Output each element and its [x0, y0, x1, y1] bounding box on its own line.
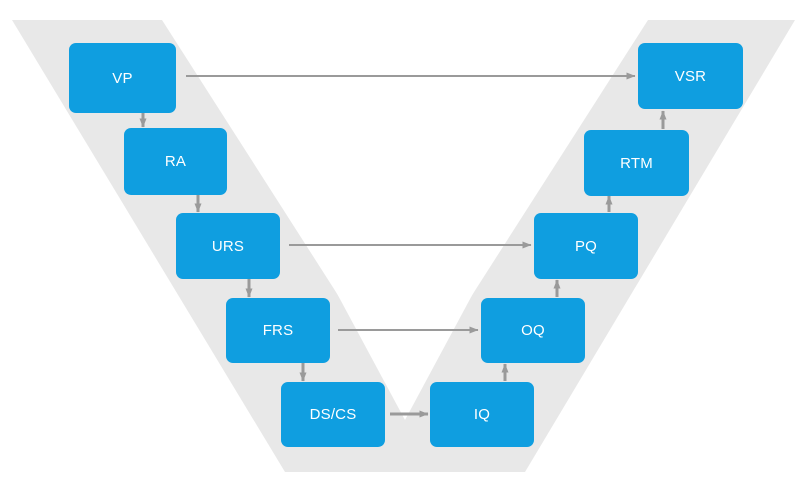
node-rtm[interactable]: RTM — [584, 130, 689, 196]
node-label-iq: IQ — [473, 406, 491, 423]
node-dscs[interactable]: DS/CS — [281, 382, 385, 447]
connector-arrows — [139, 72, 667, 418]
node-vp[interactable]: VP — [69, 43, 176, 113]
node-label-oq: OQ — [521, 322, 545, 339]
node-urs[interactable]: URS — [176, 213, 280, 279]
node-label-ra: RA — [164, 153, 187, 170]
node-pq[interactable]: PQ — [534, 213, 638, 279]
node-iq[interactable]: IQ — [430, 382, 534, 447]
node-label-frs: FRS — [262, 322, 294, 339]
node-frs[interactable]: FRS — [226, 298, 330, 363]
node-label-vsr: VSR — [674, 67, 707, 85]
node-label-pq: PQ — [574, 237, 598, 255]
node-label-urs: URS — [211, 237, 245, 255]
node-label-vp: VP — [112, 69, 133, 87]
node-label-rtm: RTM — [620, 154, 653, 172]
node-ra[interactable]: RA — [124, 128, 227, 195]
node-vsr[interactable]: VSR — [638, 43, 743, 109]
node-oq[interactable]: OQ — [481, 298, 585, 363]
band-inner-cutout — [190, 20, 620, 420]
node-label-dscs: DS/CS — [309, 406, 357, 423]
